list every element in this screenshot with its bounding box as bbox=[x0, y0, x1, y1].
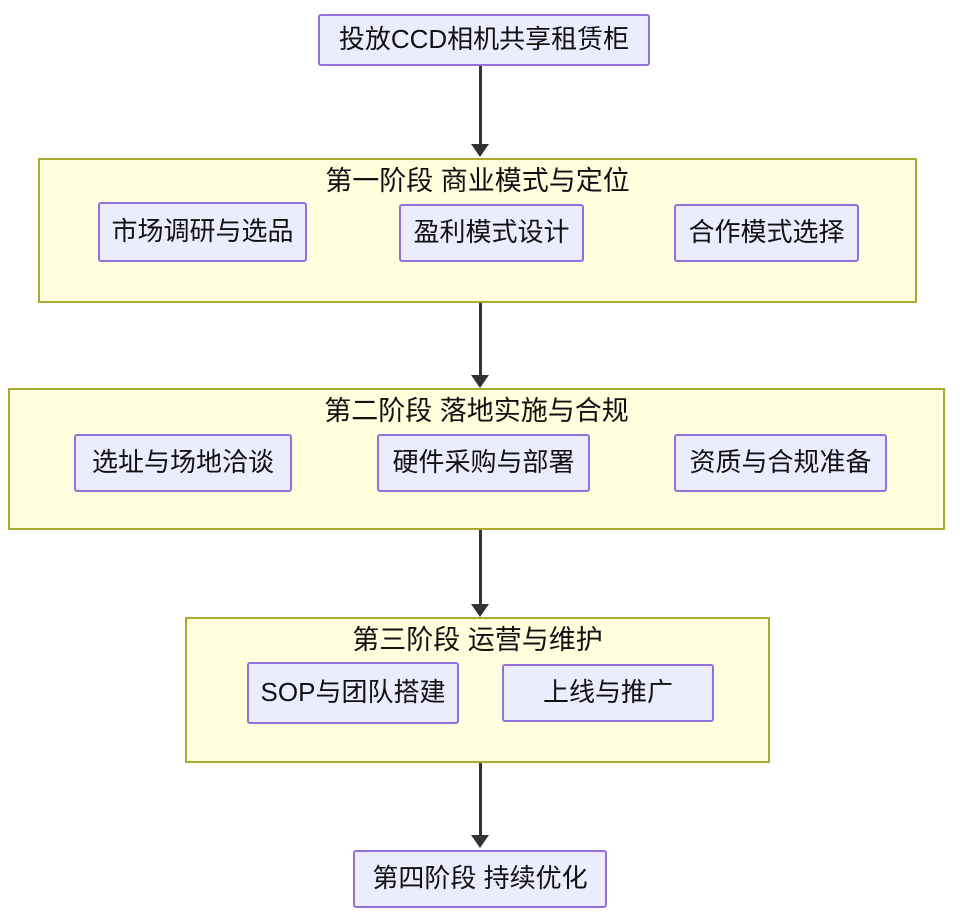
stage1-group: 第一阶段 商业模式与定位 市场调研与选品 盈利模式设计 合作模式选择 bbox=[38, 158, 917, 303]
arrow-line bbox=[478, 530, 482, 604]
step-label: 盈利模式设计 bbox=[413, 217, 570, 248]
stage1-step-profit-model: 盈利模式设计 bbox=[399, 204, 584, 262]
node-root-label: 投放CCD相机共享租赁柜 bbox=[338, 24, 630, 55]
stage3-title: 第三阶段 运营与维护 bbox=[352, 625, 603, 655]
node-root: 投放CCD相机共享租赁柜 bbox=[318, 14, 650, 66]
stage3-group: 第三阶段 运营与维护 SOP与团队搭建 上线与推广 bbox=[185, 617, 770, 763]
arrow-head-icon bbox=[471, 604, 489, 617]
step-label: SOP与团队搭建 bbox=[260, 677, 446, 708]
arrow-line bbox=[478, 66, 482, 144]
stage2-step-compliance-preparation: 资质与合规准备 bbox=[674, 434, 887, 492]
arrow-stage2-to-stage3 bbox=[471, 530, 489, 617]
stage2-title: 第二阶段 落地实施与合规 bbox=[324, 396, 629, 426]
stage1-step-market-research: 市场调研与选品 bbox=[98, 202, 307, 262]
node-final-label: 第四阶段 持续优化 bbox=[372, 863, 588, 894]
step-label: 硬件采购与部署 bbox=[392, 447, 575, 478]
arrow-head-icon bbox=[471, 835, 489, 848]
step-label: 上线与推广 bbox=[542, 677, 673, 708]
arrow-stage1-to-stage2 bbox=[471, 303, 489, 388]
node-final: 第四阶段 持续优化 bbox=[353, 850, 607, 908]
arrow-line bbox=[478, 303, 482, 375]
stage2-step-site-selection: 选址与场地洽谈 bbox=[74, 434, 292, 492]
arrow-line bbox=[478, 763, 482, 835]
arrow-root-to-stage1 bbox=[471, 66, 489, 157]
step-label: 合作模式选择 bbox=[688, 217, 845, 248]
step-label: 资质与合规准备 bbox=[689, 447, 872, 478]
stage2-step-hardware-deployment: 硬件采购与部署 bbox=[377, 434, 590, 492]
stage3-step-sop-team: SOP与团队搭建 bbox=[247, 662, 459, 724]
stage1-title: 第一阶段 商业模式与定位 bbox=[325, 166, 630, 196]
stage1-step-cooperation-model: 合作模式选择 bbox=[674, 204, 859, 262]
arrow-head-icon bbox=[471, 375, 489, 388]
step-label: 市场调研与选品 bbox=[111, 216, 294, 247]
stage3-step-launch-promotion: 上线与推广 bbox=[502, 664, 714, 722]
arrow-head-icon bbox=[471, 144, 489, 157]
stage2-group: 第二阶段 落地实施与合规 选址与场地洽谈 硬件采购与部署 资质与合规准备 bbox=[8, 388, 945, 530]
step-label: 选址与场地洽谈 bbox=[91, 447, 274, 478]
arrow-stage3-to-final bbox=[471, 763, 489, 848]
